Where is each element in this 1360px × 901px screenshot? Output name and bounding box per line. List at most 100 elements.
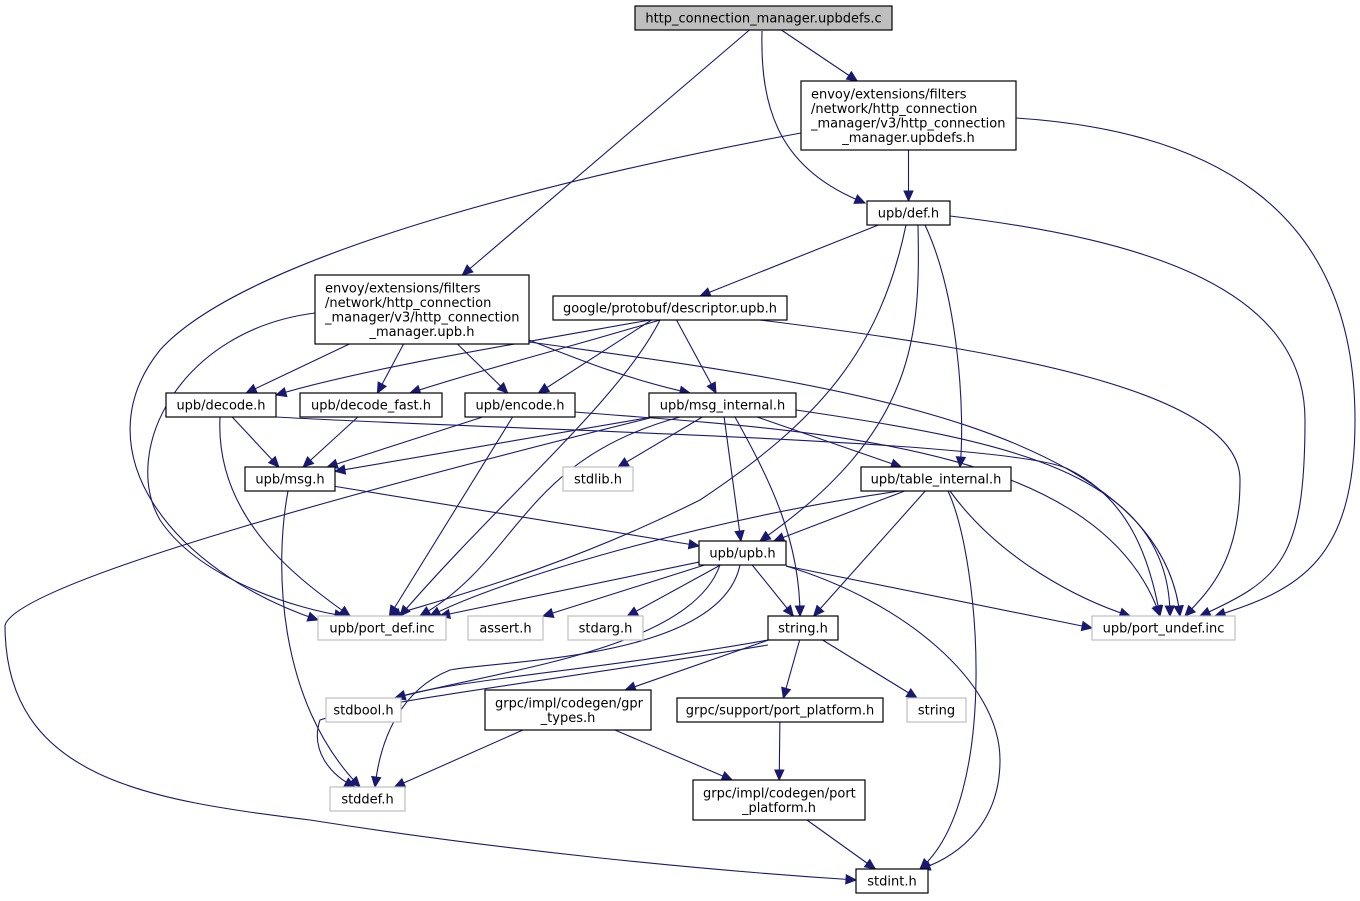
node-root[interactable]: http_connection_manager.upbdefs.c [634,5,893,31]
edge-line [761,30,866,204]
node-label: upb/decode_fast.h [311,399,431,414]
node-box [767,615,839,641]
node-box [165,392,277,418]
edge-arrowhead [245,383,259,394]
edge-line [399,319,661,617]
node-label: /network/http_connection [325,296,491,311]
node-port-def: upb/port_def.inc [317,615,447,641]
node-label: grpc/support/port_platform.h [686,704,874,719]
node-label: string [918,704,955,719]
node-encode[interactable]: upb/encode.h [464,392,576,418]
edge-line [219,416,351,617]
edge-upb-to-stddef [371,564,741,789]
edge-arrowhead [306,611,320,622]
edge-arrowhead [903,190,914,203]
edge-arrowhead [687,538,701,550]
node-upb[interactable]: upb/upb.h [698,540,787,566]
node-label: stddef.h [341,793,393,808]
node-label: grpc/impl/codegen/port [703,786,856,801]
edge-line [246,343,350,394]
edge-def_h-to-upb [759,224,919,542]
edge-arrowhead [759,530,772,542]
node-def-h[interactable]: upb/def.h [866,200,951,226]
node-box [855,868,929,894]
edge-arrowhead [626,606,640,617]
edge-decode-to-port_undef [275,416,1164,618]
edge-line [806,819,876,870]
node-upb-h-envoy[interactable]: envoy/extensions/filters/network/http_co… [314,274,530,345]
edge-line [231,416,280,468]
edge-line [429,490,901,617]
node-box [562,466,634,492]
edge-line [275,319,651,396]
node-gpr-types[interactable]: grpc/impl/codegen/gpr_types.h [484,689,652,731]
node-stdlib: stdlib.h [562,466,634,492]
edge-line [147,312,346,617]
edge-gpr_types-to-stddef [393,729,524,788]
edge-arrowhead [418,606,432,617]
node-decode-fast[interactable]: upb/decode_fast.h [299,392,443,418]
edge-arrowhead [1198,606,1212,617]
node-descriptor[interactable]: google/protobuf/descriptor.upb.h [552,295,788,321]
edge-line [781,29,858,82]
node-label: _manager/v3/http_connection [324,310,519,325]
edge-upb_h_envoy-to-msg_internal [528,339,692,396]
edge-line [617,416,703,468]
edge-line [751,564,794,617]
edge-arrowhead [845,874,858,885]
edge-line [822,639,918,699]
node-label: /network/http_connection [811,102,977,117]
edge-decode_fast-to-msg [302,416,359,468]
edge-upbdefs_h-to-def_h [903,150,914,203]
edge-table_internal-to-port_def [428,490,901,617]
node-label: string.h [778,622,828,637]
edge-string_h-to-string [822,639,919,699]
edge-gpr_types-to-port_platform_codegen [614,729,734,781]
edge-line [756,416,902,468]
node-upbdefs-h[interactable]: envoy/extensions/filters/network/http_co… [800,80,1017,151]
node-port-platform-codegen[interactable]: grpc/impl/codegen/port_platform.h [692,779,866,821]
edge-line [919,490,977,870]
edge-arrowhead [333,464,347,475]
node-label: http_connection_manager.upbdefs.c [645,12,881,27]
edge-line [334,485,700,547]
edge-upb_h_envoy-to-encode [457,343,509,394]
edge-arrowhead [348,775,361,788]
edge-line [394,729,524,788]
node-stddef: stddef.h [329,786,406,812]
node-label: envoy/extensions/filters [811,87,967,102]
node-decode[interactable]: upb/decode.h [165,392,277,418]
edge-arrowhead [461,264,474,276]
edge-upb_h_envoy-to-port_def [147,312,347,620]
node-msg[interactable]: upb/msg.h [244,466,336,492]
node-msg-internal[interactable]: upb/msg_internal.h [648,392,797,418]
edge-msg_internal-to-port_undef [795,409,1176,618]
node-box [299,392,443,418]
edge-line [773,490,905,542]
edge-arrowhead [794,605,806,618]
node-label: stdlib.h [574,473,622,488]
edge-arrowhead [1173,604,1184,618]
edge-msg-to-upb [334,485,701,550]
edge-upb_h_envoy-to-decode_fast [376,343,405,395]
edge-port_platform_support-to-port_platform_codegen [774,721,785,782]
edge-arrowhead [338,605,351,617]
edge-msg_internal-to-upb [723,416,745,543]
node-stdarg: stdarg.h [567,615,644,641]
node-string-h[interactable]: string.h [767,615,839,641]
node-table-internal[interactable]: upb/table_internal.h [860,466,1012,492]
edge-upb-to-port_def [438,561,700,620]
node-port-platform-support[interactable]: grpc/support/port_platform.h [676,697,884,723]
edge-upbdefs_h-to-port_undef [1015,117,1356,618]
node-stdint[interactable]: stdint.h [855,868,929,894]
edge-line [4,417,857,881]
node-label: upb/upb.h [709,547,775,562]
edge-msg_internal-to-msg [333,416,653,475]
edge-arrowhead [720,771,734,781]
edge-arrowhead [782,604,795,617]
edge-table_internal-to-stdint [919,490,977,870]
edge-line [538,319,652,394]
edge-arrowhead [388,604,400,618]
edge-line [542,564,705,617]
